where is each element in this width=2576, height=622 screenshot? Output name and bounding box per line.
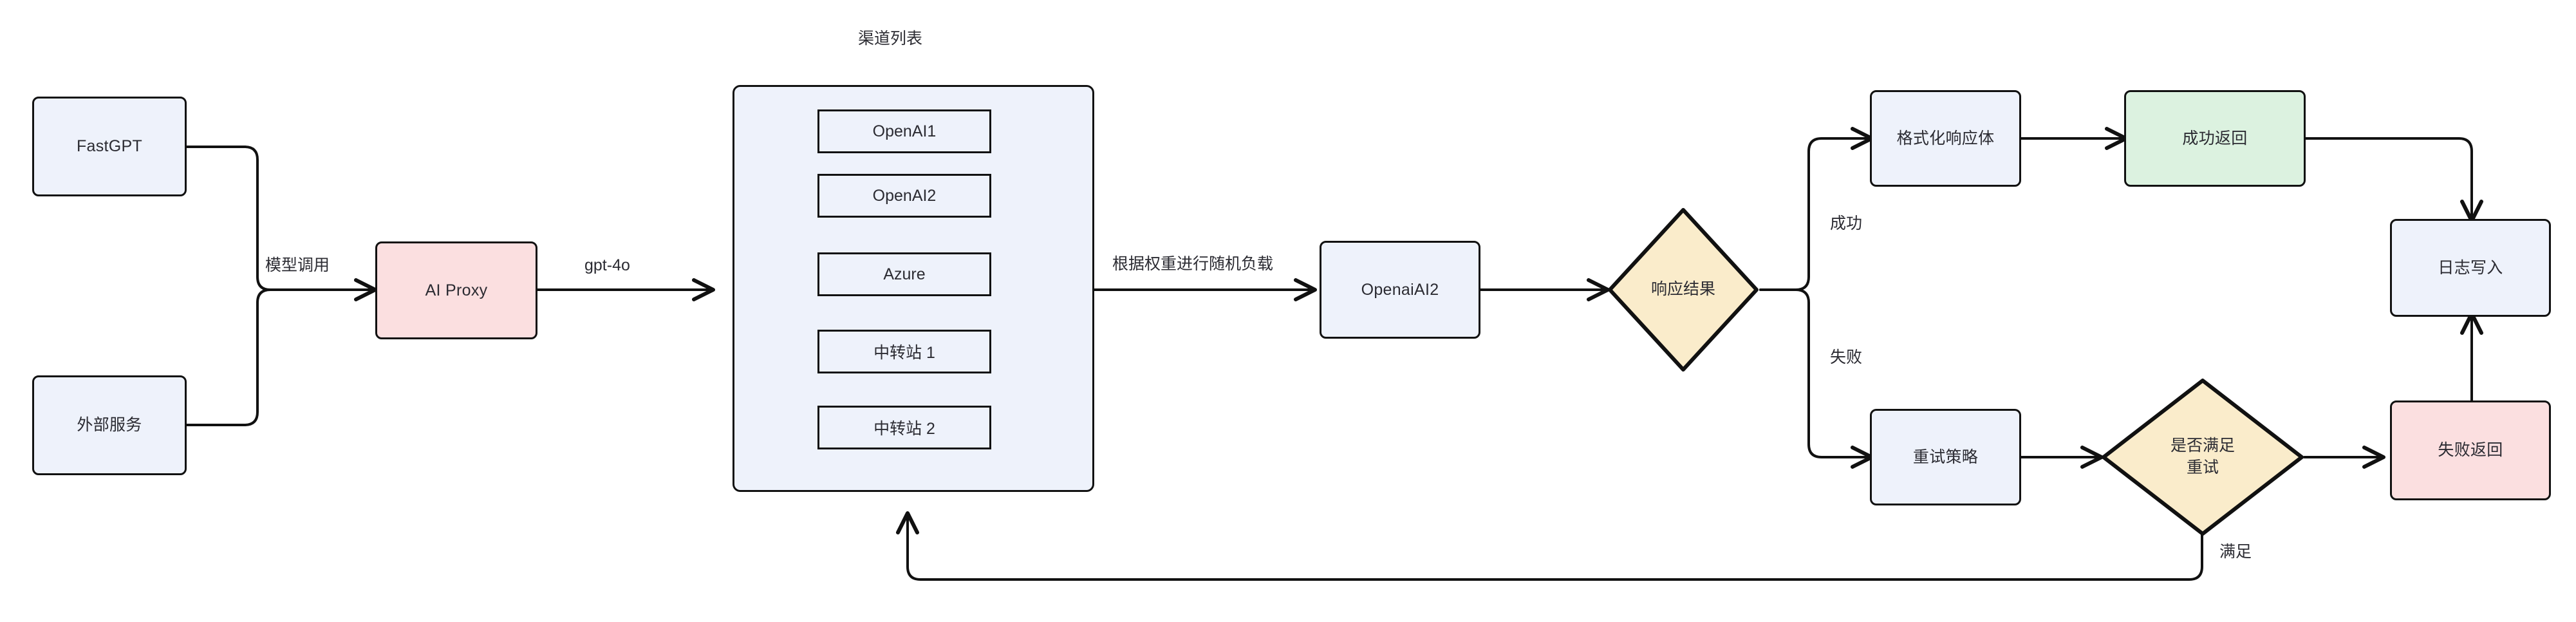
edge-label-failure: 失败 (1830, 348, 1863, 366)
edge-external-to-ai-proxy (185, 288, 272, 426)
node-external-service[interactable]: 外部服务 (32, 375, 187, 475)
node-retry-policy[interactable]: 重试策略 (1870, 409, 2021, 505)
edge-retry-loop-to-channels (896, 511, 2203, 581)
node-format-response[interactable]: 格式化响应体 (1870, 90, 2021, 187)
node-response-result-label: 响应结果 (1650, 280, 1715, 299)
node-ai-proxy[interactable]: AI Proxy (375, 241, 537, 339)
channel-item-relay-2[interactable]: 中转站 2 (817, 406, 991, 449)
channel-item-relay-1[interactable]: 中转站 1 (817, 330, 991, 373)
node-success-return[interactable]: 成功返回 (2124, 90, 2306, 187)
edge-label-gpt-4o: gpt-4o (584, 256, 630, 274)
channel-group-title: 渠道列表 (858, 30, 923, 48)
edge-label-weighted-random-load: 根据权重进行随机负载 (1112, 255, 1274, 273)
node-fastgpt[interactable]: FastGPT (32, 97, 187, 196)
node-failure-return[interactable]: 失败返回 (2390, 401, 2551, 500)
edge-response-failure (1759, 288, 1874, 469)
channel-item-openai1[interactable]: OpenAI1 (817, 109, 991, 153)
node-retry-decision[interactable]: 是否满足 重试 (2100, 377, 2306, 538)
edge-label-satisfied: 满足 (2219, 543, 2252, 561)
channel-item-azure[interactable]: Azure (817, 252, 991, 296)
edge-success-to-log (2304, 137, 2483, 223)
node-openai-ai2[interactable]: OpenaiAI2 (1320, 241, 1480, 339)
edge-label-success: 成功 (1830, 214, 1863, 232)
channel-item-openai2[interactable]: OpenAI2 (817, 174, 991, 218)
node-retry-decision-label: 是否满足 重试 (2170, 437, 2235, 476)
node-response-result[interactable]: 响应结果 (1606, 206, 1760, 373)
edge-label-model-call: 模型调用 (265, 256, 330, 274)
node-log-write[interactable]: 日志写入 (2390, 219, 2551, 317)
